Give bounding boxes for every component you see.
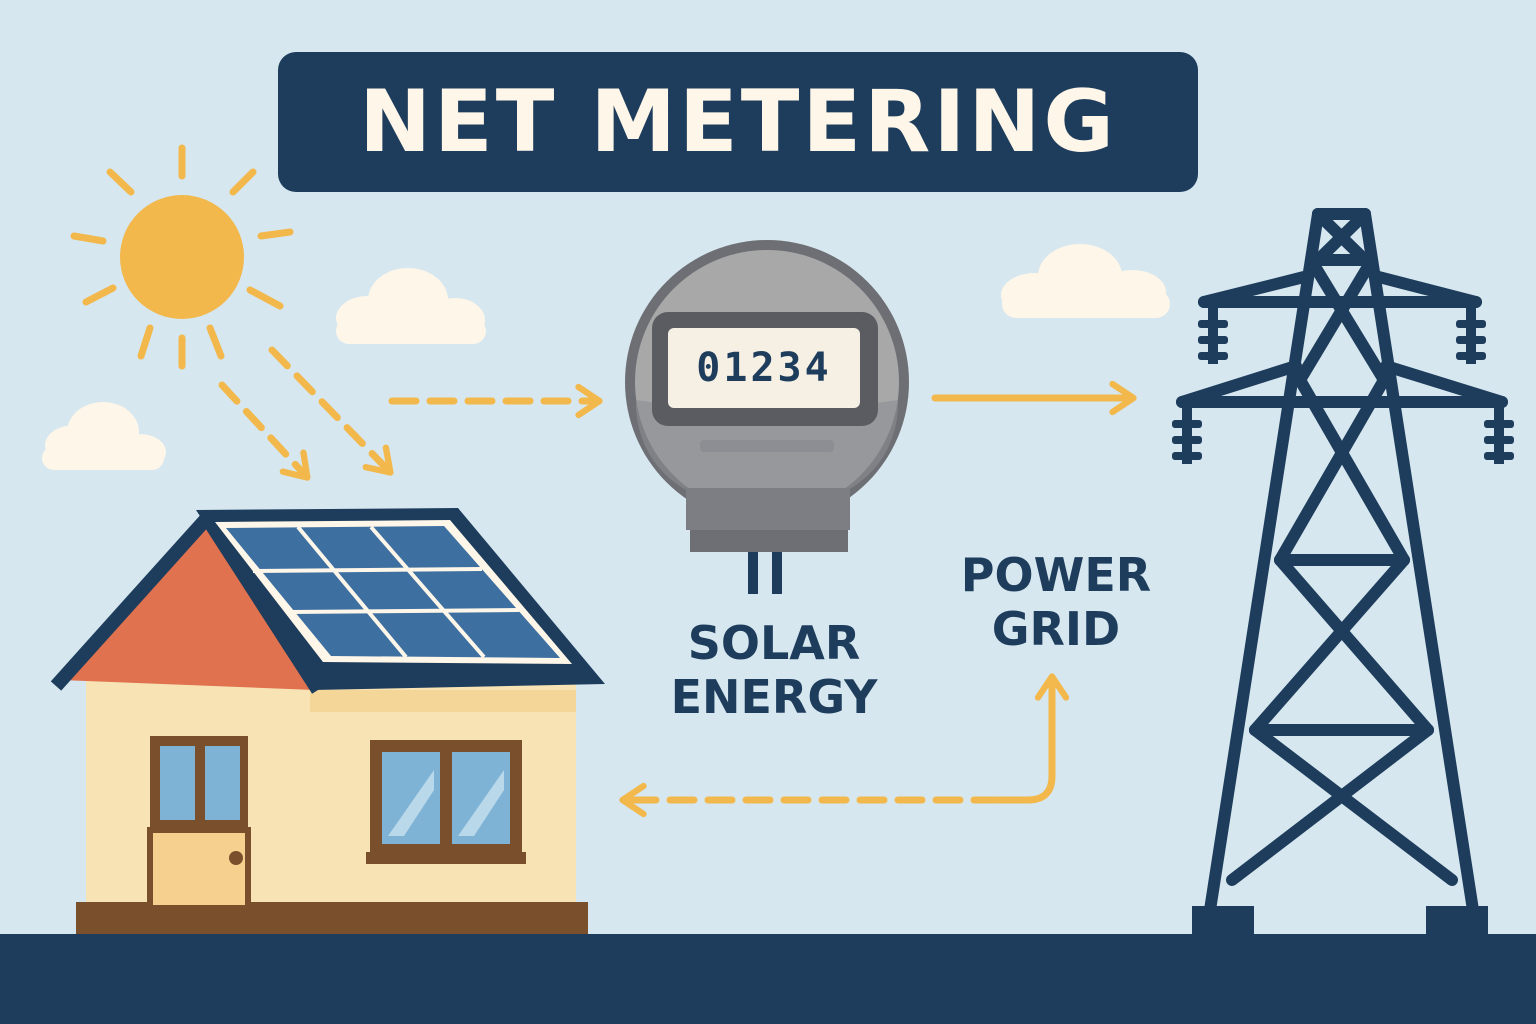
transmission-tower-icon <box>1176 208 1508 916</box>
solar-energy-label: SOLAR ENERGY <box>668 616 880 724</box>
cloud-icon <box>42 402 166 470</box>
solar-panel-icon <box>215 520 572 664</box>
ground <box>0 934 1536 1024</box>
power-grid-label: POWER GRID <box>950 548 1162 656</box>
electric-meter-icon <box>625 240 909 594</box>
arrow-icon <box>996 673 1070 804</box>
cloud-icon <box>336 268 486 344</box>
solar-label-line2: ENERGY <box>670 670 878 724</box>
cloud-icon <box>1001 244 1170 318</box>
grid-label-line2: GRID <box>991 602 1121 656</box>
grid-label-line1: POWER <box>960 548 1152 602</box>
sun-icon <box>70 144 294 370</box>
title-banner: NET METERING <box>278 52 1198 192</box>
insulator-icon <box>1172 302 1514 936</box>
sunlight-arrow <box>218 381 311 481</box>
sunlight-arrow <box>268 346 394 476</box>
solar-label-line1: SOLAR <box>687 616 861 670</box>
meter-readout: 01234 <box>696 345 832 391</box>
page-title: NET METERING <box>359 72 1117 172</box>
